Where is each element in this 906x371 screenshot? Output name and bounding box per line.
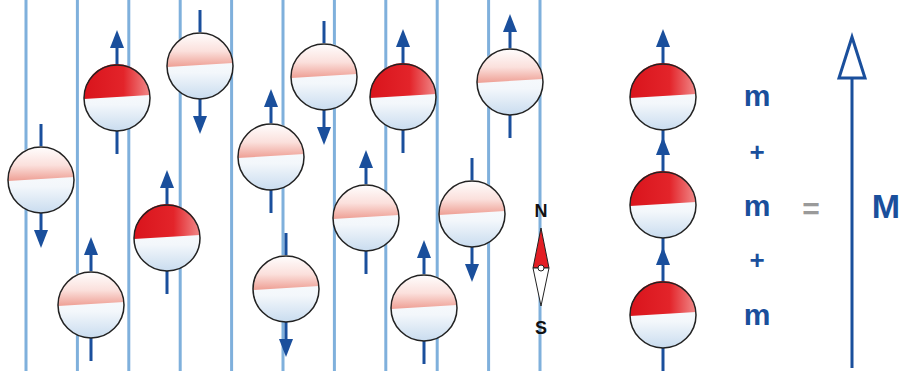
sphere-outline: [439, 181, 505, 247]
sphere-outline: [58, 272, 124, 338]
sphere-north-half: [291, 43, 357, 78]
needle-south: [533, 268, 549, 306]
magnetic-dipole: [58, 237, 124, 361]
sphere-north-half: [630, 63, 696, 98]
moment-arrow-head: [656, 247, 670, 265]
sphere-north-half: [439, 180, 505, 215]
sphere-outline: [477, 49, 543, 115]
moment-arrow-head: [317, 127, 331, 145]
sphere-outline: [370, 64, 436, 130]
needle-pivot: [538, 265, 544, 271]
pole-label: N: [535, 202, 548, 220]
sphere-north-half: [333, 184, 399, 219]
magnetic-dipole: [630, 137, 696, 261]
moment-arrow-head: [160, 170, 174, 188]
plus-sign: +: [749, 139, 764, 165]
sphere-outline: [84, 65, 150, 131]
field-line: [539, 0, 542, 371]
moment-arrow-head: [264, 89, 278, 107]
magnetic-dipole: [84, 30, 150, 154]
sphere-outline: [630, 172, 696, 238]
needle-north: [533, 228, 549, 268]
arrow-head: [839, 37, 865, 78]
total-moment-arrow: [839, 37, 865, 368]
moment-arrow-head: [503, 14, 517, 32]
magnetic-dipole: [134, 170, 200, 294]
sphere-north-half: [370, 63, 436, 98]
sphere-north-half: [238, 123, 304, 158]
moment-arrow-head: [656, 29, 670, 47]
moment-arrow-head: [279, 339, 293, 357]
sphere-north-half: [8, 146, 74, 181]
magnetic-dipole: [391, 240, 457, 364]
moment-arrow-head: [193, 116, 207, 134]
moment-symbol: m: [744, 191, 771, 221]
field-lines: [26, 0, 540, 371]
total-moment-symbol: M: [872, 189, 900, 223]
sphere-outline: [630, 64, 696, 130]
sphere-north-half: [167, 32, 233, 67]
magnetic-dipole: [630, 29, 696, 153]
pole-label: S: [535, 319, 547, 337]
magnetic-moments: [8, 10, 696, 371]
plus-sign: +: [749, 247, 764, 273]
field-line: [384, 0, 387, 371]
moment-arrow-head: [656, 137, 670, 155]
magnetic-dipole: [370, 29, 436, 153]
sphere-outline: [8, 147, 74, 213]
sphere-outline: [134, 205, 200, 271]
magnetic-dipole: [439, 158, 505, 282]
sphere-outline: [238, 124, 304, 190]
sphere-north-half: [477, 48, 543, 83]
moment-arrow-head: [417, 240, 431, 258]
moment-arrow-head: [110, 30, 124, 48]
sphere-outline: [167, 33, 233, 99]
sphere-north-half: [391, 274, 457, 309]
moment-arrow-head: [34, 230, 48, 248]
moment-arrow-head: [84, 237, 98, 255]
sphere-north-half: [134, 204, 200, 239]
magnetic-dipole: [333, 150, 399, 274]
field-line: [127, 0, 130, 371]
magnetic-dipole: [630, 247, 696, 371]
moment-arrow-head: [359, 150, 373, 168]
sphere-outline: [291, 44, 357, 110]
magnetic-dipole: [253, 233, 319, 357]
sphere-north-half: [630, 281, 696, 316]
magnetic-dipole: [477, 14, 543, 138]
arrow-shaft: [851, 79, 854, 368]
compass-needle: [533, 228, 549, 306]
sphere-outline: [253, 256, 319, 322]
sphere-north-half: [253, 255, 319, 290]
equals-sign: =: [802, 194, 820, 224]
sphere-north-half: [84, 64, 150, 99]
sphere-north-half: [630, 171, 696, 206]
magnetic-dipole: [291, 21, 357, 145]
moment-symbol: m: [744, 300, 771, 330]
sphere-outline: [391, 275, 457, 341]
moment-symbol: m: [744, 81, 771, 111]
sphere-north-half: [58, 271, 124, 306]
moment-arrow-head: [396, 29, 410, 47]
magnetic-dipole: [167, 10, 233, 134]
sphere-outline: [630, 282, 696, 348]
moment-arrow-head: [465, 264, 479, 282]
magnetic-dipole: [8, 124, 74, 248]
magnetic-dipole: [238, 89, 304, 213]
sphere-outline: [333, 185, 399, 251]
